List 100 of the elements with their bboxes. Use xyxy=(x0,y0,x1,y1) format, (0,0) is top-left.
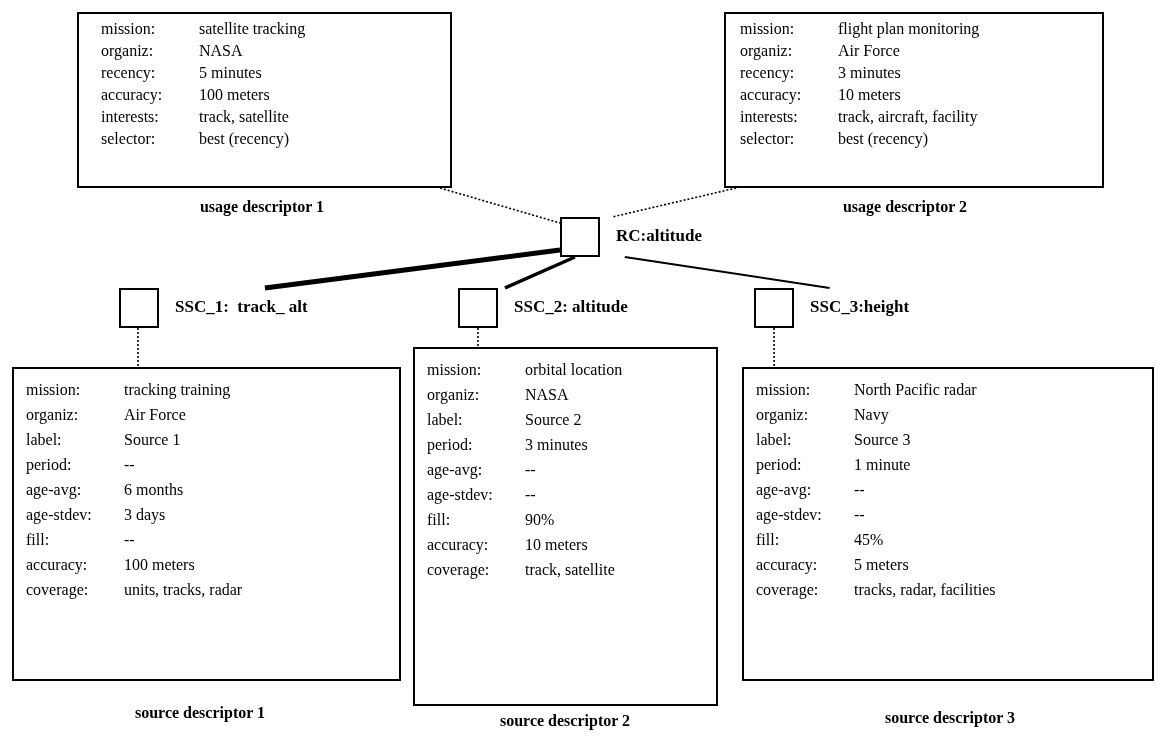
field-value: NASA xyxy=(525,385,570,405)
field-value: 10 meters xyxy=(838,85,902,105)
field-key: organiz: xyxy=(756,402,848,427)
dotted-connector xyxy=(773,327,775,368)
field-key: organiz: xyxy=(26,402,118,427)
field-key: fill: xyxy=(756,527,848,552)
field-key: age-avg: xyxy=(427,457,519,482)
field-value: tracking training xyxy=(124,380,232,401)
field-value: -- xyxy=(525,485,537,505)
field-value: track, satellite xyxy=(199,107,290,127)
field-key: recency: xyxy=(101,62,193,84)
field-value: flight plan monitoring xyxy=(838,19,981,40)
field-key: age-stdev: xyxy=(26,502,118,527)
field-value: best (recency) xyxy=(838,129,930,150)
descriptor-box xyxy=(77,12,452,188)
descriptor-caption: usage descriptor 2 xyxy=(842,198,968,216)
field-key: fill: xyxy=(427,507,519,532)
field-key: interests: xyxy=(740,106,832,128)
field-key: period: xyxy=(756,452,848,477)
field-value: -- xyxy=(124,455,136,475)
connector-line xyxy=(623,256,831,289)
field-key: label: xyxy=(427,407,519,432)
field-value: 6 months xyxy=(124,480,185,500)
field-key: accuracy: xyxy=(427,532,519,557)
dotted-connector xyxy=(137,327,139,368)
field-key: label: xyxy=(756,427,848,452)
field-key: mission: xyxy=(427,357,519,382)
descriptor-box xyxy=(724,12,1104,188)
field-value: 3 minutes xyxy=(525,435,589,455)
field-value: -- xyxy=(854,505,866,525)
field-key: selector: xyxy=(101,128,193,150)
descriptor-caption: source descriptor 2 xyxy=(499,712,631,730)
descriptor-box xyxy=(742,367,1154,681)
field-value: Source 1 xyxy=(124,430,182,450)
field-value: orbital location xyxy=(525,360,624,380)
field-key: accuracy: xyxy=(756,552,848,577)
field-key: recency: xyxy=(740,62,832,84)
field-key: mission: xyxy=(101,18,193,40)
field-value: Source 3 xyxy=(854,430,912,450)
field-key: organiz: xyxy=(427,382,519,407)
thick-connector xyxy=(504,255,576,290)
field-key: accuracy: xyxy=(26,552,118,577)
field-value: Source 2 xyxy=(525,410,583,430)
field-value: 100 meters xyxy=(199,85,271,105)
component-label: RC:altitude xyxy=(616,226,702,246)
component-label: SSC_1: track_ alt xyxy=(175,297,308,317)
field-value: best (recency) xyxy=(199,129,291,150)
field-value: -- xyxy=(525,460,537,480)
field-value: tracks, radar, facilities xyxy=(854,580,997,600)
component-label: SSC_3:height xyxy=(810,297,910,317)
field-value: 3 minutes xyxy=(838,63,902,83)
field-key: period: xyxy=(427,432,519,457)
field-key: period: xyxy=(26,452,118,477)
field-value: 5 meters xyxy=(854,555,910,575)
field-key: accuracy: xyxy=(740,84,832,106)
field-value: track, aircraft, facility xyxy=(838,107,979,128)
field-key: coverage: xyxy=(427,557,519,582)
field-key: mission: xyxy=(740,18,832,40)
descriptor-caption: source descriptor 3 xyxy=(884,709,1016,727)
descriptor-caption: source descriptor 1 xyxy=(134,704,266,722)
field-value: -- xyxy=(124,530,136,550)
field-key: mission: xyxy=(756,377,848,402)
field-key: selector: xyxy=(740,128,832,150)
field-key: coverage: xyxy=(26,577,118,602)
field-value: -- xyxy=(854,480,866,500)
descriptor-box xyxy=(413,347,718,706)
component-label: SSC_2: altitude xyxy=(514,297,628,317)
field-value: satellite tracking xyxy=(199,19,307,40)
field-value: Air Force xyxy=(838,41,901,61)
field-value: 5 minutes xyxy=(199,63,263,83)
dotted-connector xyxy=(439,187,561,224)
field-key: mission: xyxy=(26,377,118,402)
field-value: Navy xyxy=(854,405,890,426)
field-key: age-avg: xyxy=(26,477,118,502)
field-key: organiz: xyxy=(101,40,193,62)
field-key: interests: xyxy=(101,106,193,128)
field-value: Air Force xyxy=(124,405,187,425)
field-key: organiz: xyxy=(740,40,832,62)
field-value: NASA xyxy=(199,41,244,61)
field-value: 1 minute xyxy=(854,455,912,475)
field-value: 3 days xyxy=(124,505,167,526)
descriptor-box xyxy=(12,367,401,681)
field-key: age-stdev: xyxy=(427,482,519,507)
dotted-connector xyxy=(477,327,479,348)
field-value: units, tracks, radar xyxy=(124,580,244,600)
field-value: 90% xyxy=(525,510,556,530)
field-value: 45% xyxy=(854,530,885,550)
field-value: North Pacific radar xyxy=(854,380,978,400)
thick-connector xyxy=(264,247,561,291)
descriptor-caption: usage descriptor 1 xyxy=(199,198,325,216)
field-value: 100 meters xyxy=(124,555,196,575)
field-value: track, satellite xyxy=(525,560,616,580)
field-key: label: xyxy=(26,427,118,452)
field-value: 10 meters xyxy=(525,535,589,555)
field-key: fill: xyxy=(26,527,118,552)
field-key: accuracy: xyxy=(101,84,193,106)
dotted-connector xyxy=(611,187,737,218)
field-key: age-stdev: xyxy=(756,502,848,527)
field-key: coverage: xyxy=(756,577,848,602)
field-key: age-avg: xyxy=(756,477,848,502)
